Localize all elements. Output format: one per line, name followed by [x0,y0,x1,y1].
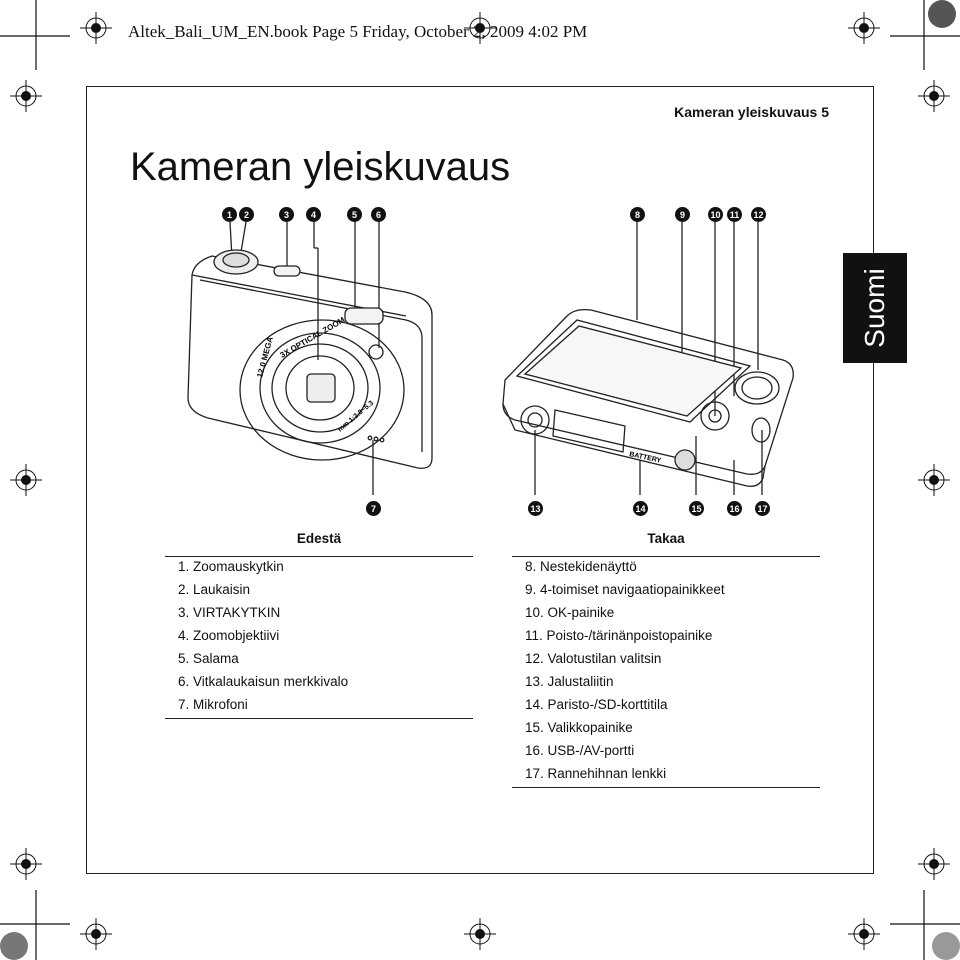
front-item-5: 5. Salama [178,651,239,666]
back-item-12: 12. Valotustilan valitsin [525,651,662,666]
front-list-top-rule [165,556,473,557]
callout-13: 13 [528,501,543,516]
front-item-6: 6. Vitkalaukaisun merkkivalo [178,674,349,689]
callout-16: 16 [727,501,742,516]
front-item-3: 3. VIRTAKYTKIN [178,605,281,620]
callout-8: 8 [630,207,645,222]
mega-text: 12.0 MEGA [255,336,275,379]
back-item-15: 15. Valikkopainike [525,720,633,735]
back-item-11: 11. Poisto-/tärinänpoistopainike [525,628,713,643]
print-slug: Altek_Bali_UM_EN.book Page 5 Friday, Oct… [128,22,588,41]
front-item-4: 4. Zoomobjektiivi [178,628,280,643]
back-item-10: 10. OK-painike [525,605,615,620]
callout-11: 11 [727,207,742,222]
callout-2: 2 [239,207,254,222]
callout-10: 10 [708,207,723,222]
zoom-text: 3X OPTICAL ZOOM [279,315,347,360]
front-item-1: 1. Zoomauskytkin [178,559,284,574]
back-item-9: 9. 4-toimiset navigaatiopainikkeet [525,582,725,597]
crosshair-marks [10,12,950,950]
callout-5: 5 [347,207,362,222]
back-item-16: 16. USB-/AV-portti [525,743,635,758]
page-frame [86,86,874,874]
callout-15: 15 [689,501,704,516]
camera-back-illustration: BATTERY [502,222,794,495]
front-item-2: 2. Laukaisin [178,582,251,597]
language-tab: Suomi [843,253,907,363]
callout-9: 9 [675,207,690,222]
back-item-17: 17. Rannehihnan lenkki [525,766,667,781]
callout-3: 3 [279,207,294,222]
front-item-7: 7. Mikrofoni [178,697,248,712]
running-header: Kameran yleiskuvaus 5 [674,104,829,120]
back-item-14: 14. Paristo-/SD-korttitila [525,697,668,712]
back-item-8: 8. Nestekidenäyttö [525,559,637,574]
callout-12: 12 [751,207,766,222]
callout-17: 17 [755,501,770,516]
callout-1: 1 [222,207,237,222]
language-tab-label: Suomi [859,268,890,348]
page-title: Kameran yleiskuvaus [130,145,511,189]
back-list-top-rule [512,556,820,557]
back-list-bottom-rule [512,787,820,788]
camera-front-illustration: 3X OPTICAL ZOOM 12.0 MEGA mm 1:2.8~5.3 [187,221,433,495]
callout-4: 4 [306,207,321,222]
callout-7: 7 [366,501,381,516]
front-list-heading: Edestä [296,531,342,546]
front-list-bottom-rule [165,718,473,719]
lens-text: mm 1:2.8~5.3 [337,400,375,434]
callout-6: 6 [371,207,386,222]
back-list-heading: Takaa [647,531,685,546]
callout-14: 14 [633,501,648,516]
back-item-13: 13. Jalustaliitin [525,674,614,689]
